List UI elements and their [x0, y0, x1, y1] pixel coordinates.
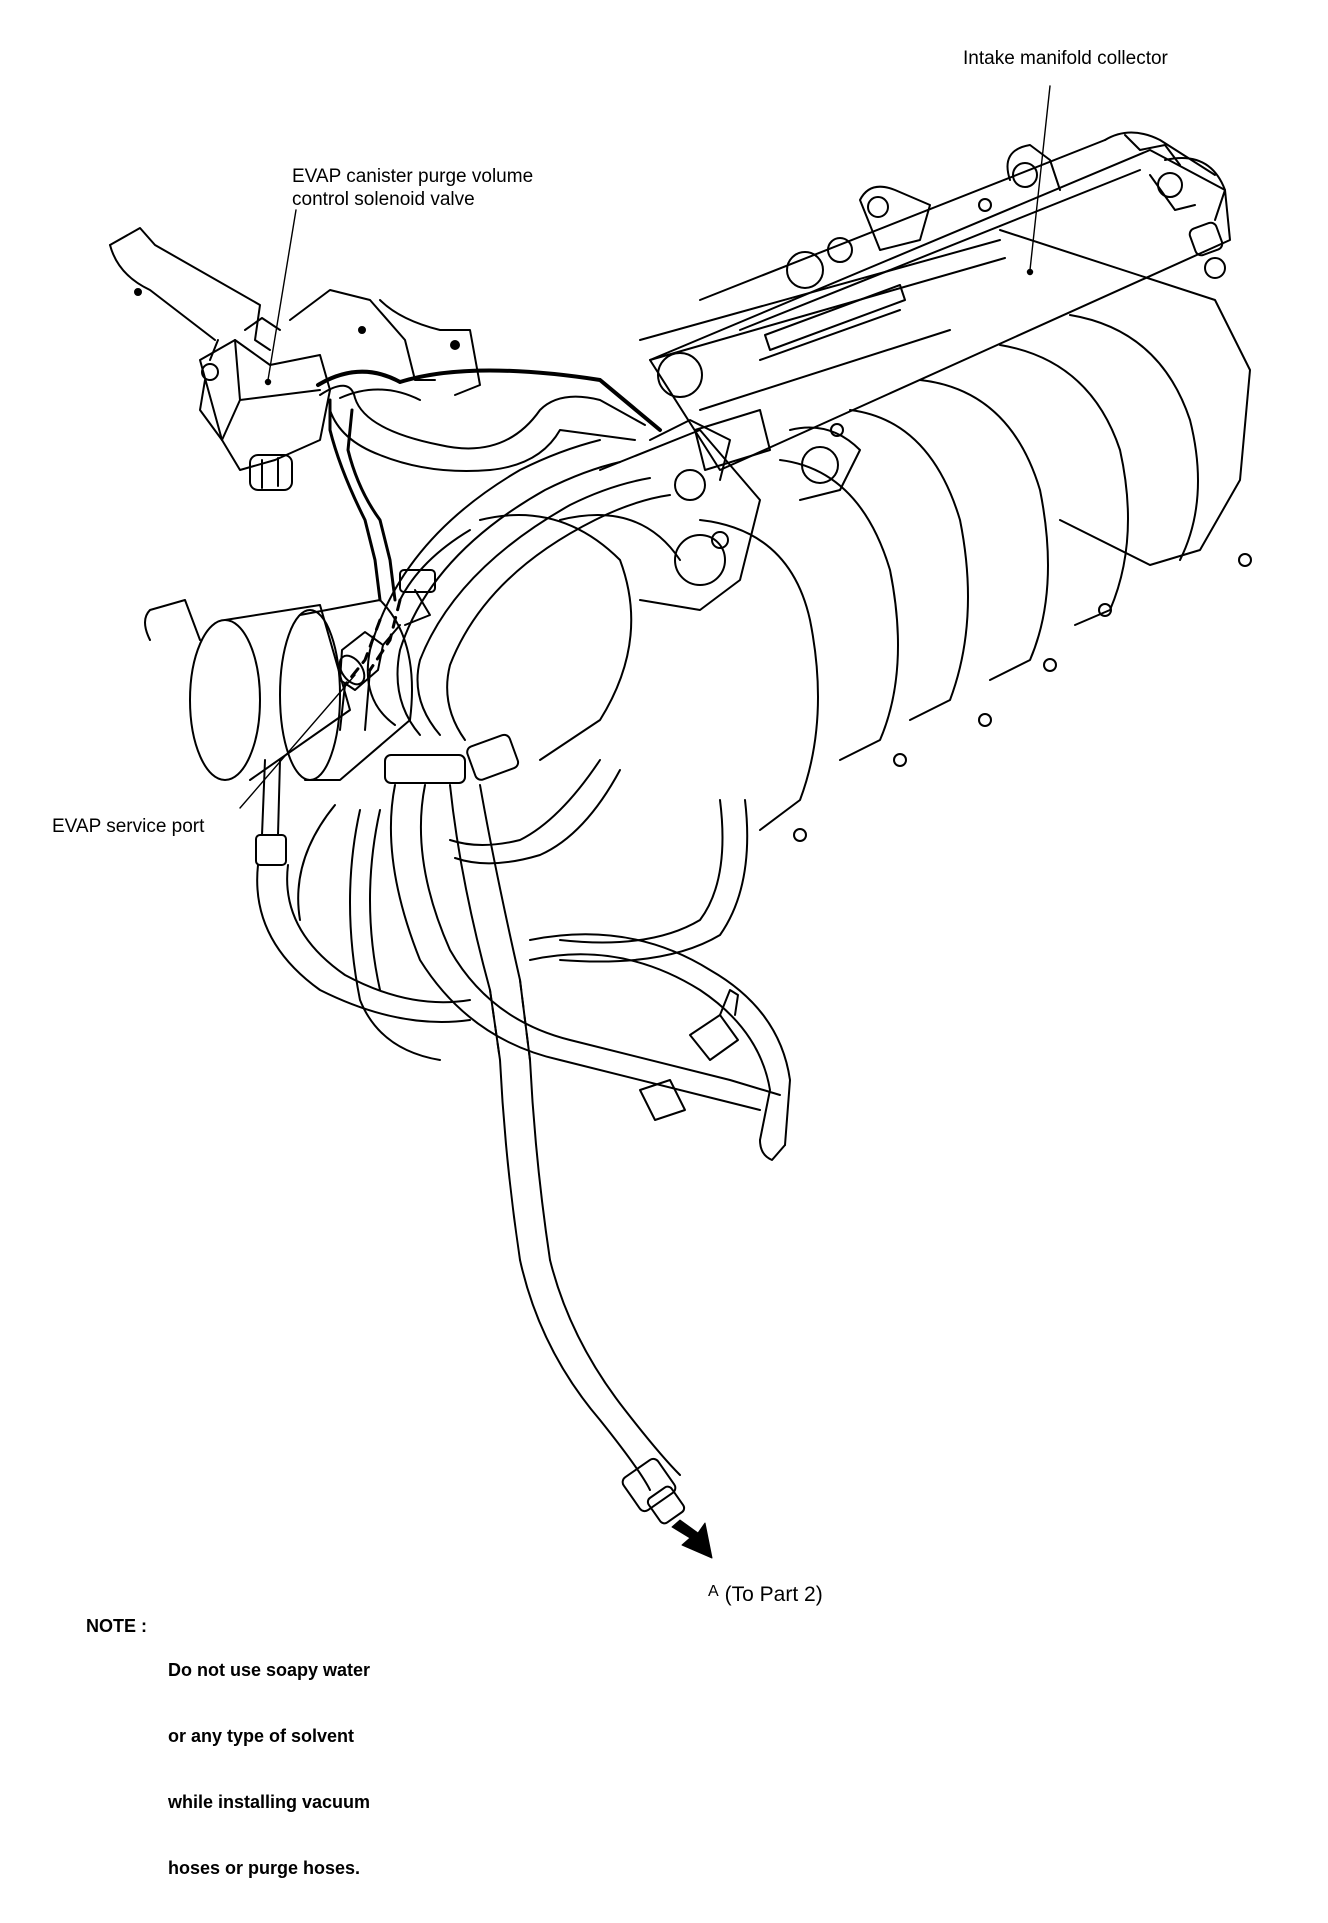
engine-evap-diagram	[109, 85, 1252, 1559]
purge-hoses	[316, 368, 662, 731]
note-line: or any type of solvent	[168, 1726, 355, 1746]
intake-manifold-collector-label: Intake manifold collector	[963, 48, 1168, 69]
note-heading: NOTE :	[86, 1616, 147, 1636]
arrow-to-part-2	[671, 1519, 713, 1559]
arrow-letter: A	[708, 1583, 719, 1600]
to-part-2-label: A (To Part 2)	[708, 1580, 823, 1606]
intake-manifold-collector	[639, 131, 1252, 842]
vacuum-hose-left	[255, 759, 749, 1023]
note-body: Do not use soapy water or any type of so…	[168, 1615, 370, 1923]
evap-solenoid-valve	[109, 227, 481, 491]
leader-lines	[239, 85, 1051, 809]
long-hose-bundle	[349, 439, 791, 1525]
note-line: hoses or purge hoses.	[168, 1858, 361, 1878]
note-line: while installing vacuum	[168, 1792, 371, 1812]
evap-solenoid-label-line-1: EVAP canister purge volume	[292, 166, 534, 187]
evap-service-port	[338, 624, 401, 691]
arrow-text: (To Part 2)	[724, 1583, 823, 1606]
evap-solenoid-valve-label: EVAP canister purge volume control solen…	[292, 165, 533, 211]
throttle-body	[144, 429, 761, 781]
evap-service-port-label: EVAP service port	[52, 816, 205, 837]
note-line: Do not use soapy water	[168, 1660, 371, 1680]
evap-solenoid-label-line-2: control solenoid valve	[292, 189, 475, 210]
